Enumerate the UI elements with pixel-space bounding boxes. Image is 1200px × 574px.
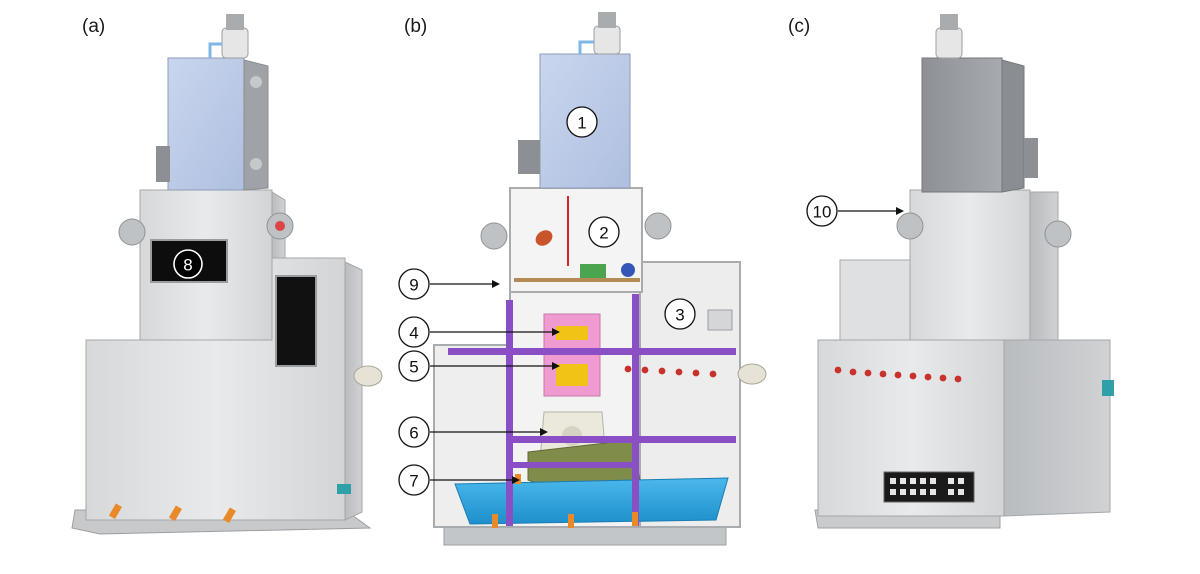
- top-tube-b: [593, 25, 621, 55]
- top-cap-a: [226, 14, 244, 30]
- top-tube-c: [935, 27, 963, 59]
- side-connector: [156, 146, 170, 182]
- callout-9: 9: [398, 268, 430, 300]
- callout-3: 3: [664, 298, 696, 330]
- left-extension-c: [839, 259, 911, 341]
- leveling-handles-a: [108, 503, 236, 524]
- arrowhead-4: [552, 328, 560, 336]
- callout-3-number: 3: [675, 306, 684, 325]
- port-left: [118, 218, 146, 246]
- leader-lines: [430, 207, 904, 484]
- callout-4-circle: [398, 316, 430, 348]
- panel-a-instrument: [71, 14, 383, 535]
- hydrogen-line-a: [208, 42, 222, 58]
- fitting-c: [1102, 380, 1114, 396]
- callout-10-number: 10: [813, 203, 832, 222]
- middle-block-c: [909, 189, 1031, 341]
- sample-stage-yellow-top: [556, 326, 588, 340]
- side-window: [275, 275, 317, 367]
- callout-3-circle: [664, 298, 696, 330]
- callout-8-circle: [173, 249, 203, 279]
- callout-1-circle: [566, 106, 598, 138]
- upper-housing-side: [243, 59, 269, 191]
- callout-9-circle: [398, 268, 430, 300]
- top-tube-a: [221, 27, 249, 59]
- callout-7-number: 7: [409, 472, 418, 491]
- arrowhead-10: [896, 207, 904, 215]
- green-component: [580, 264, 606, 280]
- fitting-a: [337, 484, 351, 494]
- upper-port: [250, 76, 262, 88]
- blue-fitting: [621, 263, 635, 277]
- upper-chamber: [509, 187, 643, 293]
- lower-side-c: [1003, 339, 1111, 517]
- interior-led-ports: [624, 365, 717, 378]
- callout-5: 5: [398, 350, 430, 382]
- port-b-right: [644, 212, 672, 240]
- callout-10: 10: [806, 195, 838, 227]
- arrowhead-5: [552, 362, 560, 370]
- callout-2-number: 2: [599, 224, 608, 243]
- hydrogen-line-b: [578, 40, 594, 54]
- upper-glass-housing: [167, 57, 245, 191]
- side-knob-b: [737, 363, 767, 385]
- callout-6-number: 6: [409, 424, 418, 443]
- arrowhead-9: [492, 280, 500, 288]
- callout-5-circle: [398, 350, 430, 382]
- callout-2-circle: [588, 216, 620, 248]
- panel-b-instrument: [433, 12, 767, 546]
- callout-8-number: 8: [183, 256, 192, 275]
- panel-label-c: (c): [788, 16, 810, 37]
- callout-7-circle: [398, 464, 430, 496]
- panel-label-b: (b): [404, 16, 427, 37]
- callout-9-number: 9: [409, 276, 418, 295]
- callout-7: 7: [398, 464, 430, 496]
- callout-5-number: 5: [409, 358, 418, 377]
- callout-6-circle: [398, 416, 430, 448]
- front-led-row: [834, 366, 962, 383]
- callout-1-number: 1: [577, 114, 586, 133]
- port-b-left: [480, 222, 508, 250]
- upper-dark-side: [1001, 59, 1025, 193]
- callout-1: 1: [566, 106, 598, 138]
- callout-4: 4: [398, 316, 430, 348]
- callout-8: 8: [173, 249, 203, 279]
- callout-2: 2: [588, 216, 620, 248]
- side-knob-a: [353, 365, 383, 387]
- port-right-indicator: [275, 221, 285, 231]
- side-connector-c: [1024, 138, 1038, 178]
- callout-4-number: 4: [409, 324, 418, 343]
- upper-rail: [514, 278, 640, 282]
- sample-stage-yellow-bottom: [556, 364, 588, 386]
- side-connector-b: [518, 140, 540, 174]
- callout-10-circle: [806, 195, 838, 227]
- callout-6: 6: [398, 416, 430, 448]
- upper-port-2: [250, 158, 262, 170]
- arrowhead-6: [540, 428, 548, 436]
- right-box: [707, 309, 733, 331]
- support-frame: [448, 294, 736, 526]
- connector-panel: [883, 471, 975, 503]
- top-cap-c: [940, 14, 958, 30]
- source-emitter: [535, 230, 553, 246]
- arrowhead-7: [512, 476, 520, 484]
- lower-side: [344, 261, 363, 521]
- panel-c-instrument: [814, 14, 1114, 529]
- port-c-left: [896, 212, 924, 240]
- panel-label-a: (a): [82, 16, 105, 37]
- base-plate-b: [443, 526, 727, 546]
- middle-side-c: [1029, 191, 1059, 341]
- connector-sockets: [890, 478, 964, 495]
- port-c-right: [1044, 220, 1072, 248]
- upper-dark-housing: [921, 57, 1003, 193]
- top-cap-b: [598, 12, 616, 28]
